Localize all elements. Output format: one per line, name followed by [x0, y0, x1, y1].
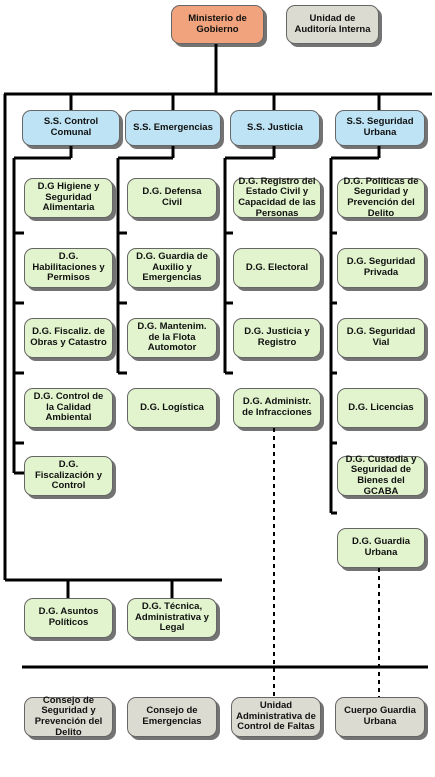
dg-asuntos-politicos-box: D.G. Asuntos Políticos — [24, 598, 113, 638]
unidad-auditoria-interna-box: Unidad de Auditoría Interna — [286, 5, 379, 44]
dg-guardia-urbana-box: D.G. Guardia Urbana — [337, 528, 425, 568]
dg-higiene-box: D.G Higiene y Seguridad Alimentaria — [24, 178, 113, 218]
ss-seguridad-urbana-box: S.S. Seguridad Urbana — [335, 110, 425, 146]
ss-control-comunal-box: S.S. Control Comunal — [22, 110, 120, 146]
dg-logistica-box: D.G. Logística — [127, 388, 217, 428]
dg-electoral-box: D.G. Electoral — [233, 248, 321, 288]
dg-custodia-bienes-box: D.G. Custodia y Seguridad de Bienes del … — [337, 454, 425, 496]
consejo-seguridad-box: Consejo de Seguridad y Prevención del De… — [24, 695, 113, 737]
dg-defensa-civil-box: D.G. Defensa Civil — [127, 178, 217, 218]
dg-tecnica-administrativa-box: D.G. Técnica, Administrativa y Legal — [127, 598, 217, 638]
ss-emergencias-box: S.S. Emergencias — [125, 110, 221, 146]
dg-seguridad-vial-box: D.G. Seguridad Vial — [337, 318, 425, 358]
dg-guardia-auxilio-box: D.G. Guardia de Auxilio y Emergencias — [127, 248, 217, 288]
dg-calidad-ambiental-box: D.G. Control de la Calidad Ambiental — [24, 388, 113, 428]
dg-fiscalizacion-control-box: D.G. Fiscalización y Control — [24, 456, 113, 496]
consejo-emergencias-box: Consejo de Emergencias — [127, 697, 217, 737]
dg-seguridad-privada-box: D.G. Seguridad Privada — [337, 248, 425, 288]
dg-flota-automotor-box: D.G. Mantenim. de la Flota Automotor — [127, 318, 217, 358]
ss-justicia-box: S.S. Justicia — [230, 110, 320, 146]
dg-licencias-box: D.G. Licencias — [337, 388, 425, 428]
dg-habilitaciones-box: D.G. Habilitaciones y Permisos — [24, 248, 113, 288]
unidad-control-faltas-box: Unidad Administrativa de Control de Falt… — [231, 697, 321, 737]
dg-administr-infracciones-box: D.G. Administr. de Infracciones — [233, 388, 321, 428]
ministerio-de-gobierno-box: Ministerio de Gobierno — [171, 5, 264, 44]
dg-politicas-seguridad-box: D.G. Políticas de Seguridad y Prevención… — [337, 176, 425, 218]
dg-fiscaliz-obras-box: D.G. Fiscaliz. de Obras y Catastro — [24, 318, 113, 358]
dg-justicia-registro-box: D.G. Justicia y Registro — [233, 318, 321, 358]
dg-registro-civil-box: D.G. Registro del Estado Civil y Capacid… — [233, 176, 321, 218]
cuerpo-guardia-urbana-box: Cuerpo Guardia Urbana — [335, 697, 425, 737]
